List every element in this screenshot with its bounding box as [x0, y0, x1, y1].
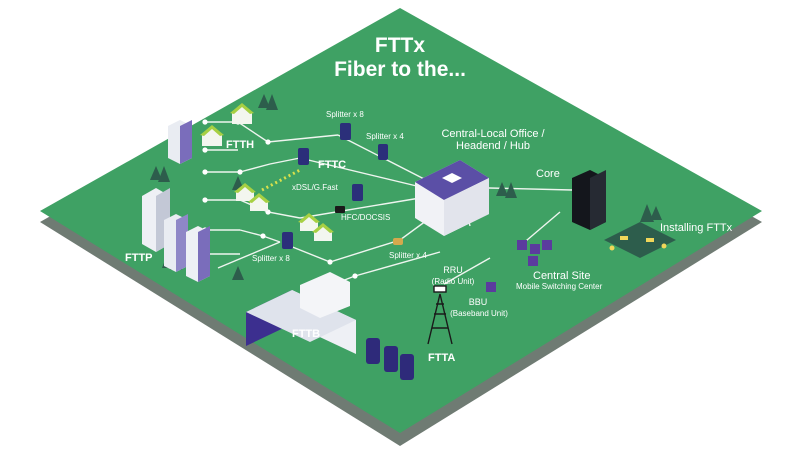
- xdsl-copper-link: [261, 168, 301, 192]
- fttc-label: FTTC: [318, 159, 347, 171]
- fttb-building: [246, 272, 356, 354]
- ftth-label: FTTH: [226, 139, 255, 151]
- splitter-x4-top-label: Splitter x 4: [366, 132, 404, 141]
- rru-label: RRU: [443, 265, 463, 275]
- fttb-label: FTTB: [292, 328, 321, 340]
- installing-crew-illustration: [604, 222, 676, 258]
- central-site-cubes: [486, 240, 552, 292]
- xdsl-label: xDSL/G.Fast: [292, 183, 338, 192]
- antenna-tower: [427, 285, 453, 345]
- bbu-label: BBU: [468, 297, 488, 307]
- central-office-building: [415, 160, 489, 236]
- splitter-x8-bottom-label: Splitter x 8: [252, 254, 290, 263]
- installing-fttx-label: Installing FTTx: [660, 222, 733, 234]
- core-label: Core: [536, 168, 560, 180]
- splitter-x8-top-label: Splitter x 8: [326, 110, 364, 119]
- title-line-1: FTTx: [374, 34, 426, 57]
- ftth-tower: [168, 120, 192, 164]
- fttp-tower-3: [186, 226, 210, 282]
- board: [40, 8, 762, 446]
- central-site-sublabel: Mobile Switching Center: [516, 282, 603, 291]
- fttp-tower-2: [164, 214, 188, 272]
- central-site-label: Central Site: [533, 270, 591, 282]
- diagram-title: FTTx Fiber to the...: [325, 34, 475, 81]
- title-line-2: Fiber to the...: [334, 57, 466, 81]
- central-office-label: Central-Local Office / Headend / Hub: [441, 128, 545, 153]
- splitter-icons: [282, 123, 403, 249]
- splitter-x4-bottom-label: Splitter x 4: [389, 251, 427, 260]
- bbu-sublabel: (Baseband Unit): [450, 309, 508, 318]
- house-icons: [200, 103, 334, 241]
- hfc-docsis-label: HFC/DOCSIS: [341, 213, 391, 222]
- core-rack: [572, 170, 606, 230]
- building-towers: [142, 120, 210, 282]
- mobile-phone-icons: [366, 338, 414, 380]
- fttp-label: FTTP: [125, 252, 153, 264]
- ftta-label: FTTA: [428, 352, 456, 364]
- rru-sublabel: (Radio Unit): [431, 277, 475, 286]
